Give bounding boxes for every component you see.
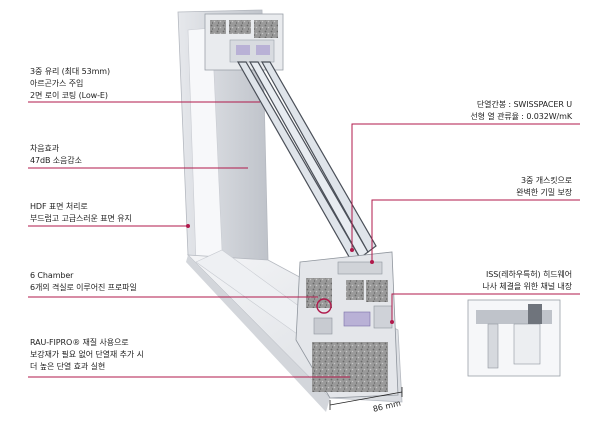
- bottom-profile-section: [295, 251, 399, 399]
- annotation-six-chamber: 6 Chamber 6개의 격실로 이루어진 프로파일: [30, 271, 137, 292]
- annotation-swisspacer: 단열간봉 : SWISSPACER U 선형 열 관류율 : 0.032W/mK: [470, 100, 572, 121]
- leader-dots: [186, 224, 394, 324]
- annotation-hdf-surface: HDF 표면 처리로 부드럽고 고급스러운 표면 유지: [30, 202, 132, 223]
- triple-glazing: [236, 61, 377, 263]
- leader-gasket: [371, 199, 580, 262]
- annotation-triple-gasket: 3중 개스킷으로 완벽한 기밀 보장: [516, 176, 572, 197]
- leader-lines: [28, 101, 580, 378]
- iss-channel-inset: [467, 299, 561, 377]
- leader-spacer: [351, 123, 580, 250]
- annotation-iss-hardware: ISS(레하우특허) 히드웨어 나사 체결을 위한 채널 내장: [482, 270, 572, 291]
- annotation-triple-glass: 3중 유리 (최대 53mm) 아르곤가스 주입 2면 로이 코팅 (Low-E…: [30, 67, 111, 100]
- leader-iss: [391, 293, 580, 322]
- depth-dimension-line: [329, 387, 403, 410]
- annotation-sound-insulation: 차음효과 47dB 소음감소: [30, 144, 82, 165]
- top-profile-section: [204, 13, 284, 71]
- frame-vertical: [177, 9, 269, 283]
- annotation-rau-fipro: RAU-FIPRO® 재질 사용으로 보강재가 필요 없어 단열재 추가 시 더…: [30, 338, 144, 371]
